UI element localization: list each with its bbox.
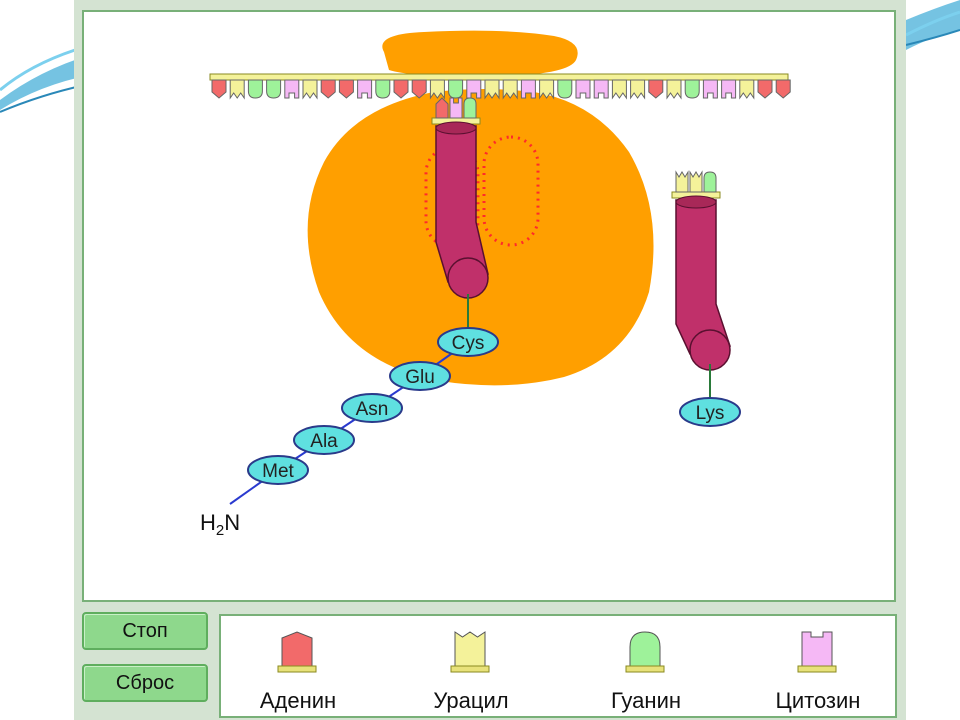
mrna-base-uracil	[484, 79, 500, 100]
trna-top-cap	[435, 121, 477, 135]
amino-acid-label: Ala	[310, 431, 338, 452]
mrna-base-adenine	[757, 79, 773, 99]
amino-acid-asn: Asn	[341, 393, 403, 423]
mrna-base-cytosine	[284, 79, 300, 99]
amino-acid-bead	[341, 393, 403, 423]
mrna-base-cytosine	[520, 79, 536, 99]
amino-acid-bead	[247, 455, 309, 485]
legend-label-uracil: Урацил	[433, 688, 509, 713]
trna-end-cap	[447, 257, 489, 299]
mrna-base-uracil	[666, 79, 682, 100]
mrna-base-adenine	[338, 79, 354, 99]
legend-label-guanine: Гуанин	[610, 688, 682, 713]
legend-base-shape	[454, 631, 486, 667]
legend-item-adenine: Аденин	[223, 626, 373, 716]
legend-base-backbone	[277, 665, 317, 673]
mrna-backbone	[209, 73, 789, 81]
legend-base-backbone	[625, 665, 665, 673]
legend-label-cytosine: Цитозин	[775, 688, 861, 713]
amino-acid-label: Met	[262, 461, 294, 482]
legend-item-guanine: Гуанин	[571, 626, 721, 716]
legend-item-uracil: Урацил	[396, 626, 546, 716]
amino-acid-cys: Cys	[437, 327, 499, 357]
mrna-base-uracil	[229, 79, 245, 100]
amino-acid-bead	[293, 425, 355, 455]
amino-acid-glu: Glu	[389, 361, 451, 391]
reset-button[interactable]: Сброс	[82, 664, 208, 702]
mrna-base-adenine	[775, 79, 791, 99]
amino-acid-bead	[389, 361, 451, 391]
amino-acid-label: Cys	[452, 333, 485, 354]
mrna-base-cytosine	[702, 79, 718, 99]
mrna-base-guanine	[557, 79, 573, 99]
mrna-base-cytosine	[721, 79, 737, 99]
legend-base-backbone	[797, 665, 837, 673]
ribosome-large-subunit	[307, 89, 654, 386]
anticodon-base-guanine	[703, 171, 717, 193]
mrna-base-adenine	[320, 79, 336, 99]
mrna-base-uracil	[429, 79, 445, 100]
mrna-base-uracil	[739, 79, 755, 100]
anticodon-base-guanine	[463, 97, 477, 119]
mrna-base-adenine	[411, 79, 427, 99]
stop-button[interactable]: Стоп	[82, 612, 208, 650]
anticodon-base-adenine	[435, 97, 449, 119]
mrna-base-guanine	[375, 79, 391, 99]
n-terminus-label: H2N	[200, 510, 240, 539]
trna-top-cap	[675, 195, 717, 209]
legend-base-backbone	[450, 665, 490, 673]
mrna-base-adenine	[648, 79, 664, 99]
mrna-base-adenine	[393, 79, 409, 99]
guanine-icon	[625, 631, 665, 673]
legend-base-shape	[801, 631, 833, 667]
anticodon-base-cytosine	[449, 97, 463, 119]
mrna-base-adenine	[211, 79, 227, 99]
amino-acid-lys: Lys	[679, 397, 741, 427]
mrna-base-uracil	[539, 79, 555, 100]
mrna-base-uracil	[611, 79, 627, 100]
amino-acid-bead	[437, 327, 499, 357]
uracil-icon	[450, 631, 490, 673]
mrna-base-cytosine	[575, 79, 591, 99]
mrna-base-cytosine	[357, 79, 373, 99]
amino-acid-label: Asn	[356, 399, 389, 420]
nucleotide-legend: Аденин Урацил Гуанин Цитозин	[219, 614, 897, 718]
amino-acid-bead	[679, 397, 741, 427]
mrna-base-guanine	[684, 79, 700, 99]
cytosine-icon	[797, 631, 837, 673]
anticodon-base-uracil	[675, 170, 689, 193]
mrna-strand	[209, 73, 791, 100]
mrna-base-guanine	[448, 79, 464, 99]
mrna-base-cytosine	[593, 79, 609, 99]
ribosome-small-subunit	[382, 30, 578, 77]
amino-acid-met: Met	[247, 455, 309, 485]
amino-acid-ala: Ala	[293, 425, 355, 455]
trna-incoming	[671, 170, 731, 371]
legend-base-shape	[629, 631, 661, 667]
adenine-icon	[277, 631, 317, 673]
anticodon-base-uracil	[689, 170, 703, 193]
mrna-base-uracil	[302, 79, 318, 100]
mrna-base-guanine	[247, 79, 263, 99]
trna-bound	[431, 97, 489, 299]
mrna-base-uracil	[630, 79, 646, 100]
mrna-base-guanine	[266, 79, 282, 99]
legend-label-adenine: Аденин	[259, 688, 337, 713]
legend-item-cytosine: Цитозин	[743, 626, 893, 716]
amino-acid-label: Glu	[405, 367, 435, 388]
a-site-outline	[482, 135, 540, 247]
amino-acid-label: Lys	[696, 403, 725, 424]
mrna-base-uracil	[502, 79, 518, 100]
legend-base-shape	[281, 631, 313, 667]
